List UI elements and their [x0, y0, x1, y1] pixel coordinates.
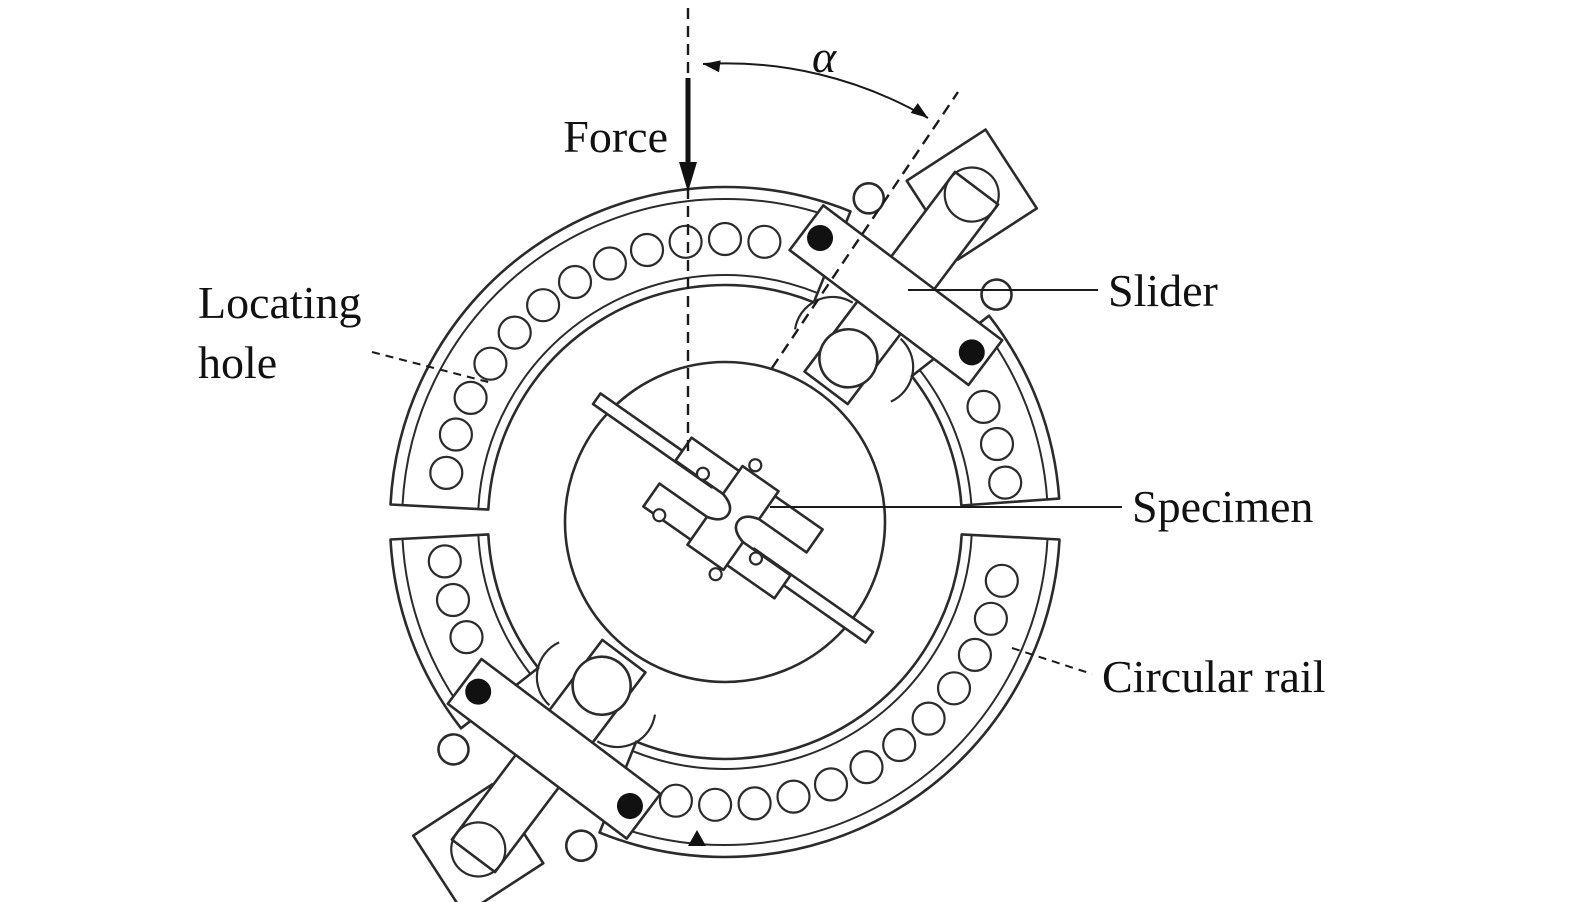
locating-hole-label-line1: Locating: [198, 277, 362, 328]
locating-hole: [557, 264, 593, 300]
locating-hole: [849, 749, 884, 785]
locating-hole: [525, 288, 561, 323]
rail-segment-upper-left: [389, 185, 852, 511]
slider-outer-roller: [437, 733, 470, 766]
slider-crossbar: [446, 657, 662, 840]
roller-flange: [890, 337, 915, 403]
circular-rail-label: Circular rail: [1102, 651, 1326, 702]
roller-flange: [535, 641, 560, 707]
locating-hole: [427, 544, 462, 579]
alpha-label: α: [812, 31, 837, 82]
circular-rail-leader: [1011, 647, 1093, 675]
locating-hole: [697, 787, 733, 822]
specimen-label: Specimen: [1132, 481, 1313, 532]
rail-edge-accent: [477, 274, 818, 510]
locating-hole: [658, 783, 694, 818]
roller-flange: [596, 714, 657, 749]
slider-crossbar: [788, 204, 1004, 387]
locating-pin: [465, 678, 492, 705]
alpha-arc-arrowhead: [910, 103, 928, 118]
slider-inner-roller: [571, 655, 632, 717]
slider-outer-roller: [980, 278, 1013, 311]
locating-hole: [988, 465, 1023, 500]
rail-segment-lower-right: [598, 533, 1061, 859]
rail-edge-accent: [477, 534, 532, 675]
specimen-pin-hole: [695, 466, 711, 481]
rail-edge-accent: [401, 198, 847, 506]
locating-pin: [958, 339, 985, 366]
locating-hole: [747, 224, 782, 259]
slider-bolt-hole: [943, 166, 1000, 223]
locating-pin: [807, 225, 834, 252]
slider-inner-roller: [818, 327, 879, 389]
locating-hole-label-line2: hole: [198, 337, 277, 388]
locating-hole: [592, 246, 628, 281]
force-arrowhead: [679, 162, 697, 192]
locating-hole: [813, 767, 849, 802]
slider-upper: [788, 128, 1039, 406]
specimen-pin-hole: [748, 551, 764, 566]
locating-hole: [737, 786, 772, 821]
locating-hole: [438, 417, 473, 452]
alpha-angle-arc: [702, 62, 929, 119]
locating-hole: [984, 563, 1019, 598]
locating-hole: [453, 380, 488, 415]
locating-hole: [973, 601, 1009, 636]
locating-holes-ring: [427, 221, 1023, 822]
locating-hole: [668, 224, 703, 259]
specimen-pin-hole: [708, 567, 723, 582]
rail-edge-accent: [632, 534, 973, 770]
locating-hole: [979, 426, 1015, 462]
bottom-reference-marker: [688, 830, 706, 846]
locating-hole: [449, 619, 484, 655]
rail-edge-accent: [918, 369, 973, 505]
locating-hole: [957, 637, 993, 673]
force-label: Force: [563, 111, 668, 162]
locating-hole: [911, 701, 946, 736]
locating-hole: [966, 389, 1001, 424]
locating-hole: [776, 779, 811, 814]
butterfly-specimen: [686, 464, 780, 572]
locating-hole: [473, 346, 508, 381]
specimen-assembly: [591, 392, 875, 644]
slider-bolt-hole: [450, 821, 507, 878]
specimen-pin-hole: [652, 508, 667, 523]
locating-pin: [616, 792, 643, 819]
slider-lower: [411, 638, 662, 902]
alpha-arc-arrowhead: [703, 60, 721, 73]
slider-outer-roller: [564, 829, 598, 862]
locating-hole: [629, 232, 665, 268]
locating-hole: [435, 582, 471, 618]
specimen-pin-hole: [748, 458, 763, 473]
locating-hole: [936, 671, 972, 706]
inclined-axis-dashed: [771, 91, 959, 369]
slider-outer-roller: [852, 182, 886, 215]
locating-hole-leader: [371, 351, 493, 384]
locating-hole: [497, 315, 532, 350]
locating-hole: [429, 455, 464, 490]
locating-hole: [707, 221, 743, 257]
locating-hole: [882, 727, 917, 763]
slider-label: Slider: [1108, 265, 1218, 316]
